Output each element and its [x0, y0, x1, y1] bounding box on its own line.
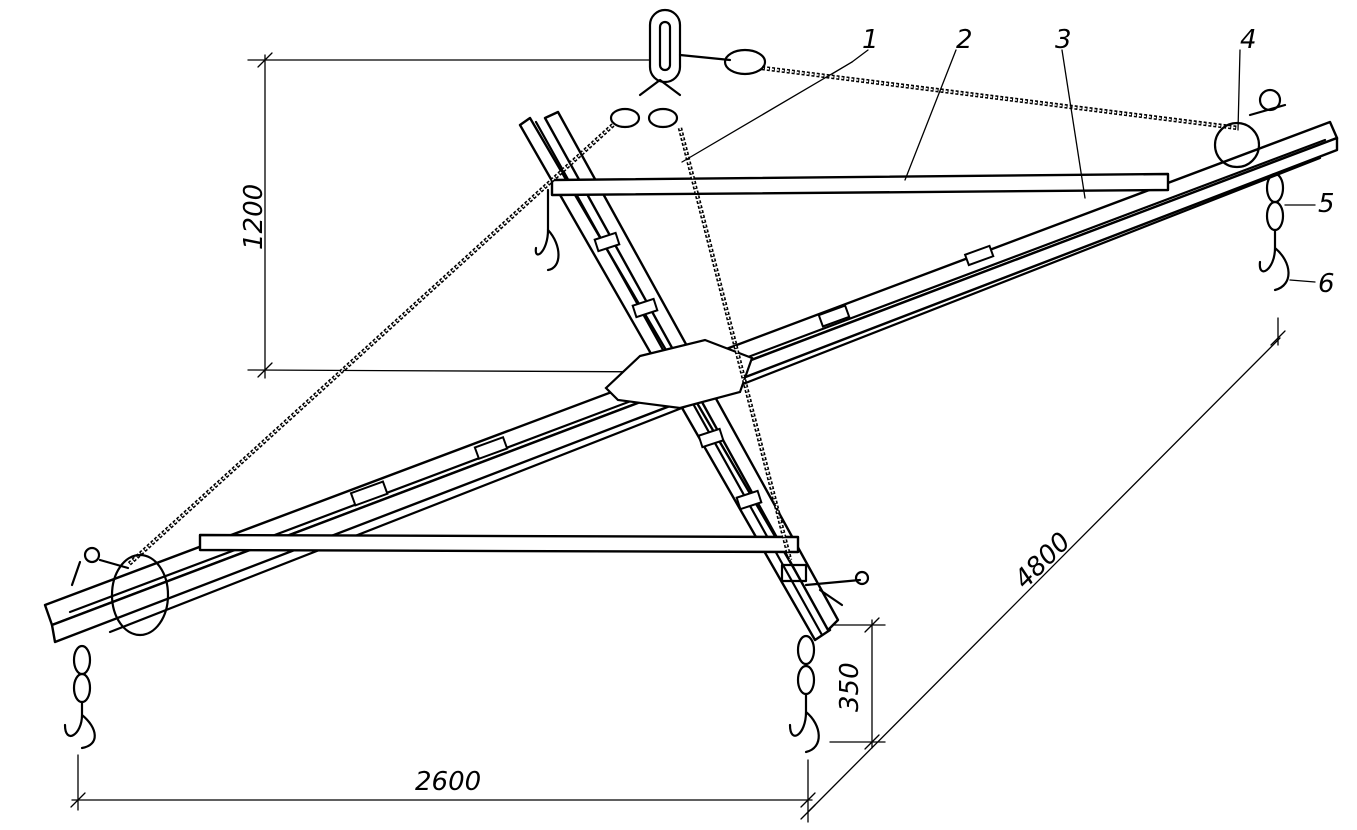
callout-label-5: 5: [1318, 189, 1335, 219]
lower-strut: [198, 533, 800, 554]
beam-pad: [963, 244, 995, 267]
callout-label-4: 4: [1240, 25, 1257, 55]
callout-1: 1: [681, 25, 879, 163]
dimension-label-1200: 1200: [239, 184, 269, 250]
dimension-4800: 4800: [800, 317, 1286, 820]
dimension-label-350: 350: [835, 662, 865, 712]
dimension-label-2600: 2600: [415, 767, 481, 797]
dimension-2600: 2600: [70, 754, 816, 823]
dimension-350: 350: [827, 617, 886, 750]
hook-left: [63, 644, 96, 750]
bottom-right-clamp: [780, 563, 870, 607]
dimension-1200: 1200: [239, 52, 681, 379]
callout-5: 5: [1284, 189, 1335, 219]
beam-pad: [349, 480, 389, 507]
hook-right: [1258, 172, 1290, 292]
callout-4: 4: [1237, 25, 1257, 131]
beam-pad: [697, 427, 725, 449]
callout-3: 3: [1055, 25, 1086, 199]
callout-label-2: 2: [956, 25, 973, 55]
callout-6: 6: [1289, 269, 1335, 299]
callout-label-3: 3: [1055, 25, 1072, 55]
beam-pad: [631, 297, 659, 319]
ropes: [126, 65, 1239, 567]
beam-pad: [735, 489, 763, 511]
callout-label-6: 6: [1318, 269, 1335, 299]
upper-strut: [550, 172, 1170, 197]
hook-bottom-right: [788, 634, 820, 754]
callout-label-1: 1: [862, 25, 879, 55]
beam-pad: [593, 231, 621, 253]
beam-pad: [473, 435, 509, 461]
callout-2: 2: [904, 25, 973, 181]
left-pulley: [70, 546, 170, 637]
hook-upper-left: [534, 188, 560, 272]
right-pulley: [1213, 88, 1287, 169]
center-plate: [604, 338, 754, 410]
beam-pad: [817, 304, 851, 328]
dimension-label-4800: 4800: [1009, 527, 1077, 595]
top-ring-assembly: [609, 8, 767, 129]
